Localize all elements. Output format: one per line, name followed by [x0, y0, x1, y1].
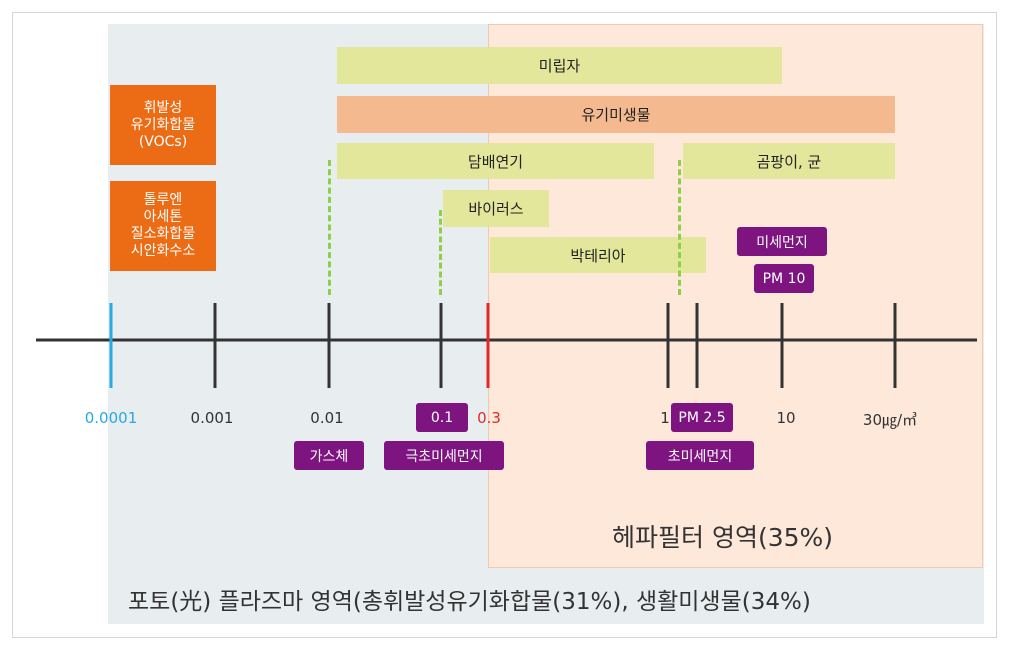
compounds-box: 톨루엔 아세톤 질소화합물 시안화수소	[110, 181, 216, 271]
dash-guide-1	[678, 160, 681, 295]
photo-plasma-zone-label: 포토(光) 플라즈마 영역(총휘발성유기화합물(31%), 생활미생물(34%)	[128, 589, 811, 615]
compound-line-3: 질소화합물	[130, 226, 196, 242]
compound-line-1: 톨루엔	[143, 192, 183, 208]
tick-label-0.0001: 0.0001	[84, 409, 138, 427]
dash-guide-0.01	[328, 160, 331, 295]
bar-virus: 바이러스	[443, 190, 549, 227]
label-ultrafine: 초미세먼지	[646, 441, 754, 470]
compound-line-2: 아세톤	[143, 209, 183, 225]
bar-particulates: 미립자	[337, 47, 782, 84]
label-pm10: PM 10	[754, 264, 814, 293]
voc-line-3: (VOCs)	[138, 133, 188, 150]
bar-organic-microbes: 유기미생물	[337, 96, 895, 133]
bar-mold-fungi: 곰팡이, 균	[683, 143, 895, 179]
dash-guide-0.1	[439, 210, 442, 295]
bar-bacteria: 박테리아	[490, 237, 706, 273]
voc-line-2: 유기화합물	[130, 116, 196, 133]
compound-line-4: 시안화수소	[130, 243, 196, 259]
label-gas: 가스체	[294, 441, 364, 470]
tick-label-pm25: PM 2.5	[671, 403, 733, 432]
label-fine-dust: 미세먼지	[737, 227, 827, 256]
tick-label-30: 30㎍/㎥	[862, 411, 918, 429]
bar-tobacco-smoke: 담배연기	[337, 143, 654, 179]
tick-label-0.3: 0.3	[477, 409, 501, 427]
tick-label-10: 10	[776, 409, 796, 427]
tick-label-0.01: 0.01	[310, 409, 344, 427]
tick-label-0.1: 0.1	[416, 403, 468, 432]
label-ultrafine-extreme: 극초미세먼지	[384, 441, 504, 470]
hepa-zone-label: 헤파필터 영역(35%)	[612, 523, 834, 552]
voc-line-1: 휘발성	[143, 99, 183, 116]
voc-box: 휘발성 유기화합물 (VOCs)	[110, 85, 216, 165]
tick-label-1: 1	[660, 409, 670, 427]
tick-label-0.001: 0.001	[190, 409, 234, 427]
